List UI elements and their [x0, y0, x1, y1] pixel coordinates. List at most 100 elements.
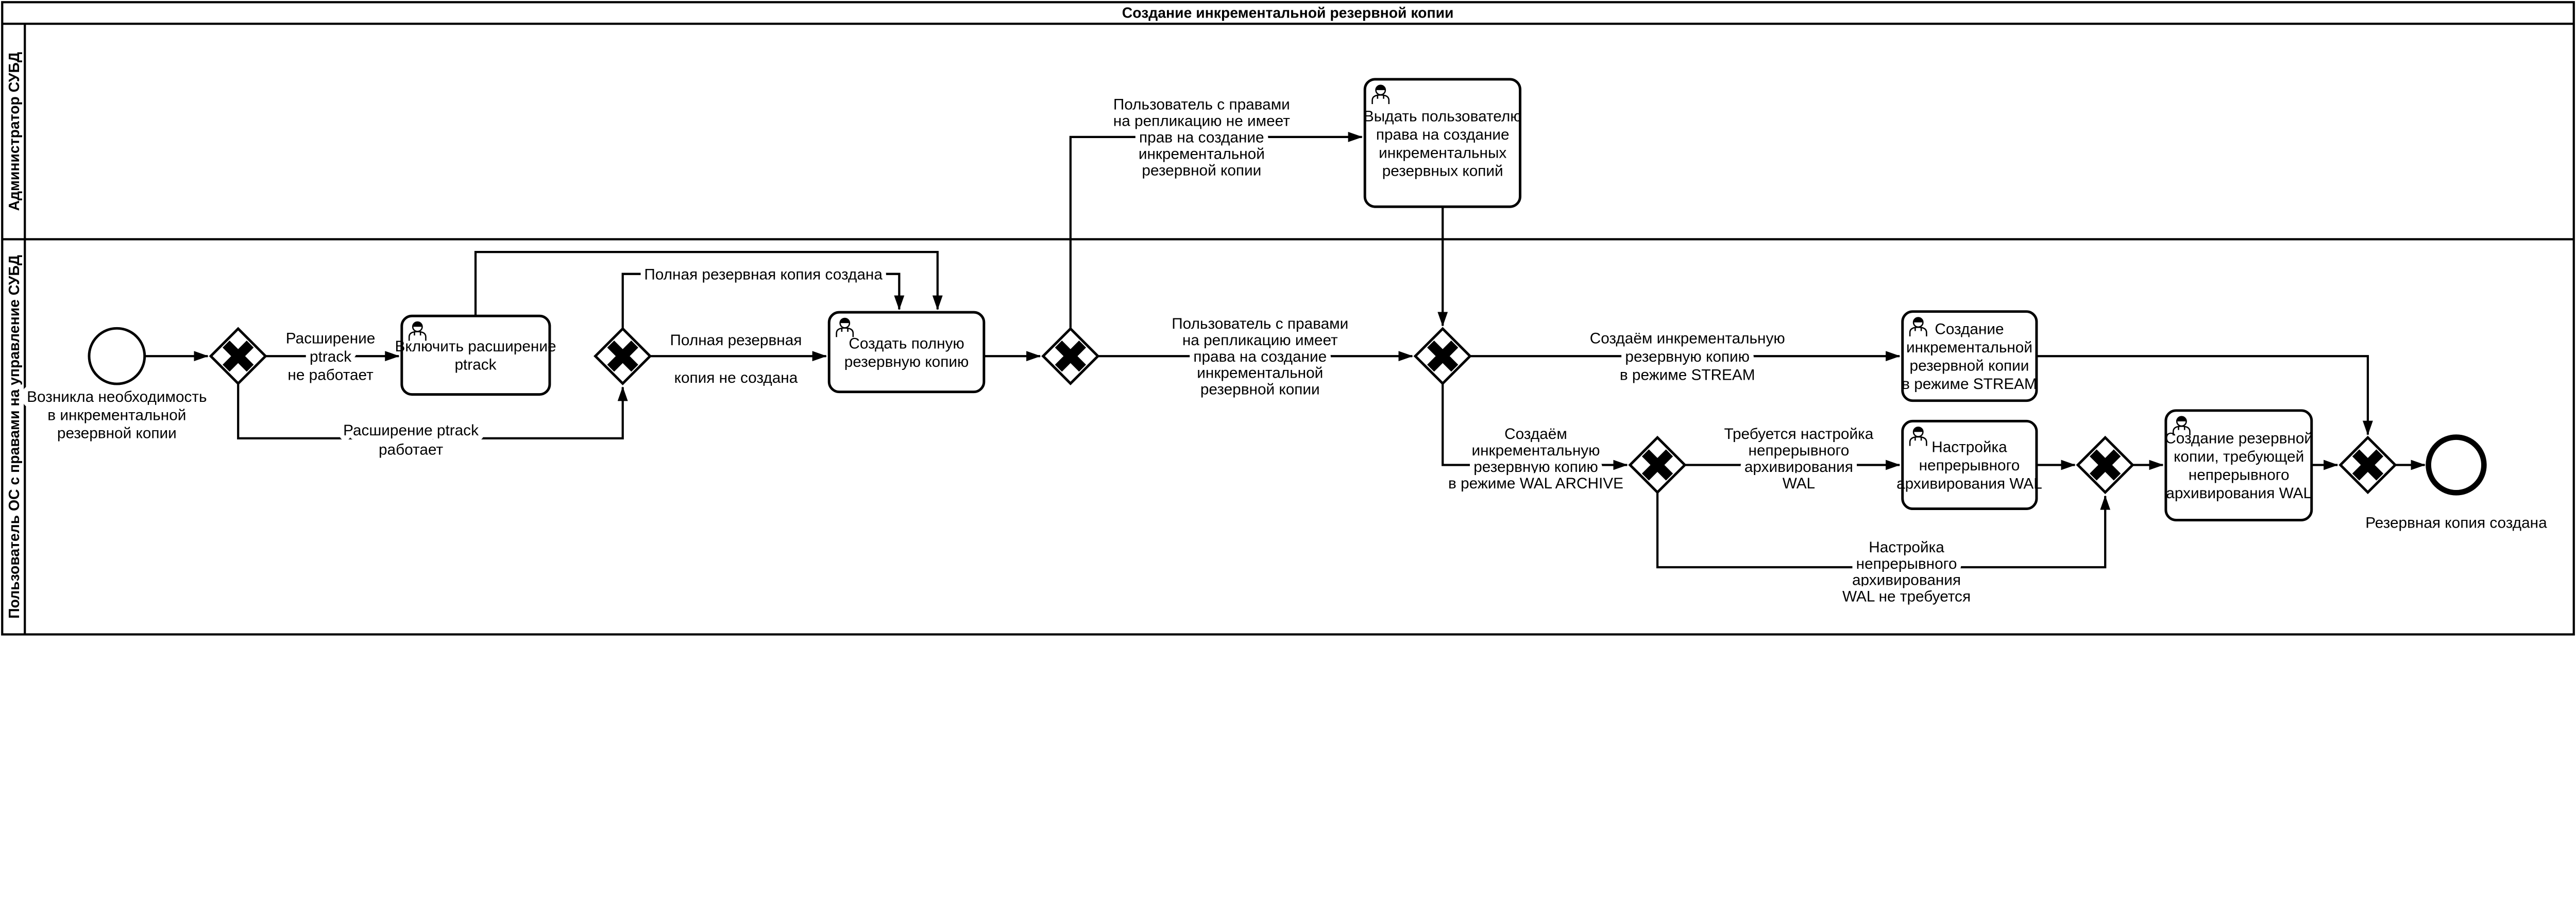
- edge-label-ptrack-not-working: Расширение ptrack не работает: [281, 325, 380, 388]
- lane-dbms-admin-label: Администратор СУБД: [6, 52, 23, 211]
- lane-os-user: Пользователь ОС с правами на управление …: [6, 255, 23, 619]
- start-event-circle[interactable]: [88, 327, 146, 385]
- flow-enable-ptrack-to-create-full[interactable]: [474, 251, 943, 315]
- task-label-line: непрерывного: [1919, 457, 2020, 474]
- edge-label-no-replication-rights: Пользователь с правами на репликацию не …: [1109, 91, 1295, 183]
- edge-label-has-replication-rights: Пользователь с правами на репликацию име…: [1167, 311, 1353, 403]
- task-label-line: инкрементальной: [1906, 339, 2032, 356]
- edge-label-line: Пользователь с правами: [1113, 96, 1290, 113]
- task-create-full-backup[interactable]: Создать полную резервную копию: [827, 311, 986, 394]
- gateway-full-backup-check[interactable]: [594, 327, 652, 385]
- task-label-line: копии, требующей: [2174, 448, 2304, 465]
- gateway-wal-setup-check[interactable]: [1628, 435, 1687, 495]
- task-label-line: архивирования WAL: [2166, 485, 2312, 502]
- end-event[interactable]: Резервная копия создана: [2361, 434, 2552, 536]
- edge-label-full-created: Полная резервная копия создана: [639, 261, 887, 287]
- exclusive-gateway-x-icon: [607, 341, 638, 372]
- edge-label-line: резервную копию: [1625, 348, 1750, 365]
- task-grant-rights[interactable]: Выдать пользователю права на создание ин…: [1363, 78, 1522, 208]
- edge-label-line: копия не создана: [674, 369, 798, 386]
- edge-label-line: резервной копии: [1142, 162, 1261, 179]
- task-label-line: Создание резервной: [2165, 430, 2313, 447]
- task-label-line: ptrack: [454, 356, 496, 373]
- exclusive-gateway-x-icon: [1427, 341, 1459, 372]
- task-label-line: Создание: [1935, 321, 2004, 338]
- start-event-label-line: Возникла необходимость: [27, 388, 207, 405]
- flow-gateway-mode-to-gateway-walsetup[interactable]: [1442, 384, 1628, 470]
- edge-label-line: прав на создание: [1139, 129, 1264, 146]
- gateway-ptrack-working-check[interactable]: [209, 327, 267, 385]
- edge-label-line: Полная резервная копия создана: [644, 266, 883, 283]
- flow-gateway-fullbackup-created-to-create-full[interactable]: [621, 273, 905, 328]
- gateway-backup-done-merge[interactable]: [2338, 435, 2397, 495]
- edge-label-line: Полная резервная: [670, 332, 802, 349]
- edge-label-line: WAL не требуется: [1842, 588, 1971, 605]
- gateway-wal-setup-merge[interactable]: [2076, 435, 2134, 495]
- edge-label-line: права на создание: [1193, 348, 1327, 365]
- task-backup-with-wal[interactable]: Создание резервной копии, требующей непр…: [2164, 409, 2313, 521]
- task-enable-ptrack[interactable]: Включить расширение ptrack: [395, 314, 556, 396]
- end-event-circle[interactable]: [2426, 434, 2487, 496]
- edge-label-line: в режиме WAL ARCHIVE: [1448, 475, 1623, 492]
- pool-border: [1, 1, 2575, 636]
- edge-label-line: Создаём инкрементальную: [1590, 330, 1785, 347]
- edge-label-line: не работает: [287, 366, 374, 383]
- edge-label-wal-setup-not-required: Настройка непрерывного архивирования WAL…: [1838, 534, 1975, 610]
- edge-label-line: инкрементальной: [1197, 365, 1323, 382]
- task-label-line: Выдать пользователю: [1364, 108, 1522, 125]
- sequence-flows: [144, 131, 2426, 569]
- edge-label-full-not-created: Полная резервная копия не создана: [665, 327, 806, 391]
- edge-label-line: работает: [379, 442, 443, 459]
- task-label-line: Настройка: [1931, 439, 2007, 456]
- task-label-line: инкрементальных: [1379, 144, 1506, 161]
- start-event[interactable]: Возникла необходимость в инкрементальной…: [22, 327, 212, 447]
- edge-labels: Расширение ptrack не работает Расширение…: [281, 91, 1976, 610]
- task-setup-wal-archiving[interactable]: Настройка непрерывного архивирования WAL: [1896, 419, 2042, 511]
- edge-label-wal-setup-required: Требуется настройка непрерывного архивир…: [1719, 421, 1878, 497]
- task-label-line: резервных копий: [1382, 163, 1503, 180]
- bpmn-canvas: Создание инкрементальной резервной копии…: [1, 1, 2575, 636]
- edge-label-line: непрерывного: [1856, 555, 1957, 572]
- exclusive-gateway-x-icon: [223, 341, 254, 372]
- exclusive-gateway-x-icon: [2090, 449, 2121, 481]
- task-label-line: непрерывного: [2189, 467, 2290, 484]
- edge-label-line: Расширение ptrack: [343, 422, 479, 439]
- end-event-label: Резервная копия создана: [2365, 514, 2547, 531]
- flow-gateway-ptrack-to-gateway-fullbackup[interactable]: [237, 384, 628, 439]
- edge-label-line: на репликацию имеет: [1182, 332, 1338, 349]
- flow-stream-task-to-gateway-done[interactable]: [2036, 355, 2373, 436]
- edge-label-line: WAL: [1783, 475, 1815, 492]
- edge-label-line: Требуется настройка: [1724, 426, 1873, 443]
- edge-label-line: архивирования: [1744, 459, 1853, 476]
- exclusive-gateway-x-icon: [2352, 449, 2384, 481]
- edge-label-line: Настройка: [1869, 539, 1944, 556]
- edge-label-wal-archive-mode: Создаём инкрементальную резервную копию …: [1444, 421, 1628, 497]
- edge-label-line: инкрементальную: [1471, 442, 1600, 459]
- lane-os-user-label: Пользователь ОС с правами на управление …: [6, 255, 23, 619]
- flow-gateway-walsetup-to-gateway-walmerge[interactable]: [1656, 493, 2111, 569]
- exclusive-gateway-x-icon: [1641, 449, 1673, 481]
- start-event-label-line: в инкрементальной: [47, 406, 186, 423]
- edge-label-line: резервную копию: [1473, 459, 1598, 476]
- edge-label-line: непрерывного: [1749, 442, 1850, 459]
- task-label-line: архивирования WAL: [1896, 476, 2042, 493]
- exclusive-gateway-x-icon: [1055, 341, 1087, 372]
- gateway-replication-rights-check[interactable]: [1041, 327, 1100, 385]
- task-label-line: резервной копии: [1910, 358, 2029, 375]
- task-label-line: в режиме STREAM: [1902, 376, 2037, 393]
- edge-label-ptrack-working: Расширение ptrack работает: [338, 417, 483, 463]
- process-pool: Создание инкрементальной резервной копии…: [1, 1, 2575, 636]
- lane-dbms-admin: Администратор СУБД: [6, 52, 23, 211]
- edge-label-line: на репликацию не имеет: [1113, 113, 1290, 130]
- edge-label-line: в режиме STREAM: [1620, 366, 1755, 383]
- task-label-line: права на создание: [1376, 126, 1510, 143]
- edge-label-line: ptrack: [310, 348, 351, 365]
- flow-gateway-rights-to-grant-rights[interactable]: [1069, 131, 1363, 328]
- edge-label-line: Создаём: [1504, 426, 1567, 443]
- diagram-title: Создание инкрементальной резервной копии: [1122, 5, 1454, 22]
- edge-label-line: архивирования: [1852, 572, 1961, 589]
- edge-label-line: инкрементальной: [1139, 145, 1265, 162]
- gateway-backup-mode-choice[interactable]: [1413, 327, 1472, 385]
- task-incremental-stream[interactable]: Создание инкрементальной резервной копии…: [1901, 310, 2038, 402]
- task-label-line: резервную копию: [844, 353, 969, 370]
